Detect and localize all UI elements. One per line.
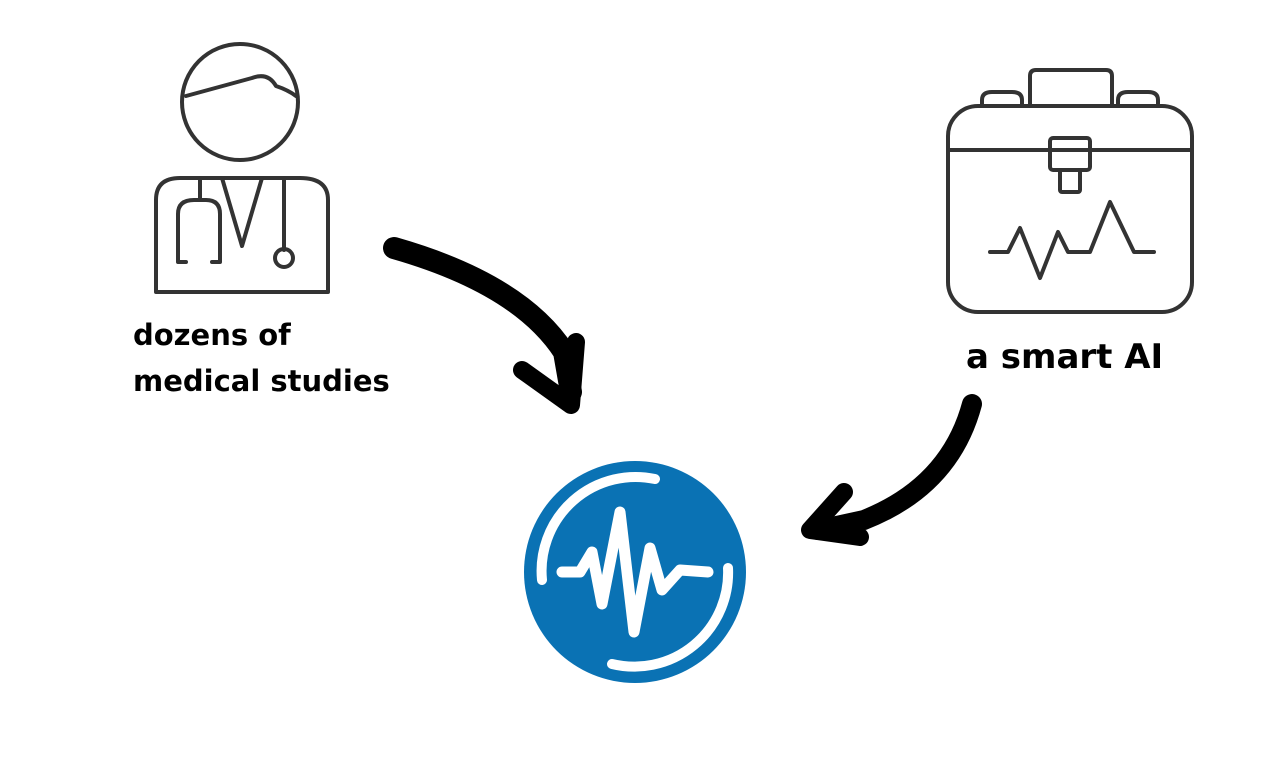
arrow-left-to-center — [383, 237, 585, 414]
medical-case-icon — [946, 68, 1194, 314]
pulse-logo-icon — [524, 461, 746, 683]
right-node-label: a smart AI — [966, 337, 1164, 377]
left-node-label-line-2: medical studies — [133, 364, 390, 398]
left-node-label-line-1: dozens of — [133, 318, 291, 352]
doctor-icon — [154, 42, 330, 294]
left-node-label: dozens of medical studies — [133, 312, 390, 404]
arrow-right-to-center — [801, 394, 982, 546]
